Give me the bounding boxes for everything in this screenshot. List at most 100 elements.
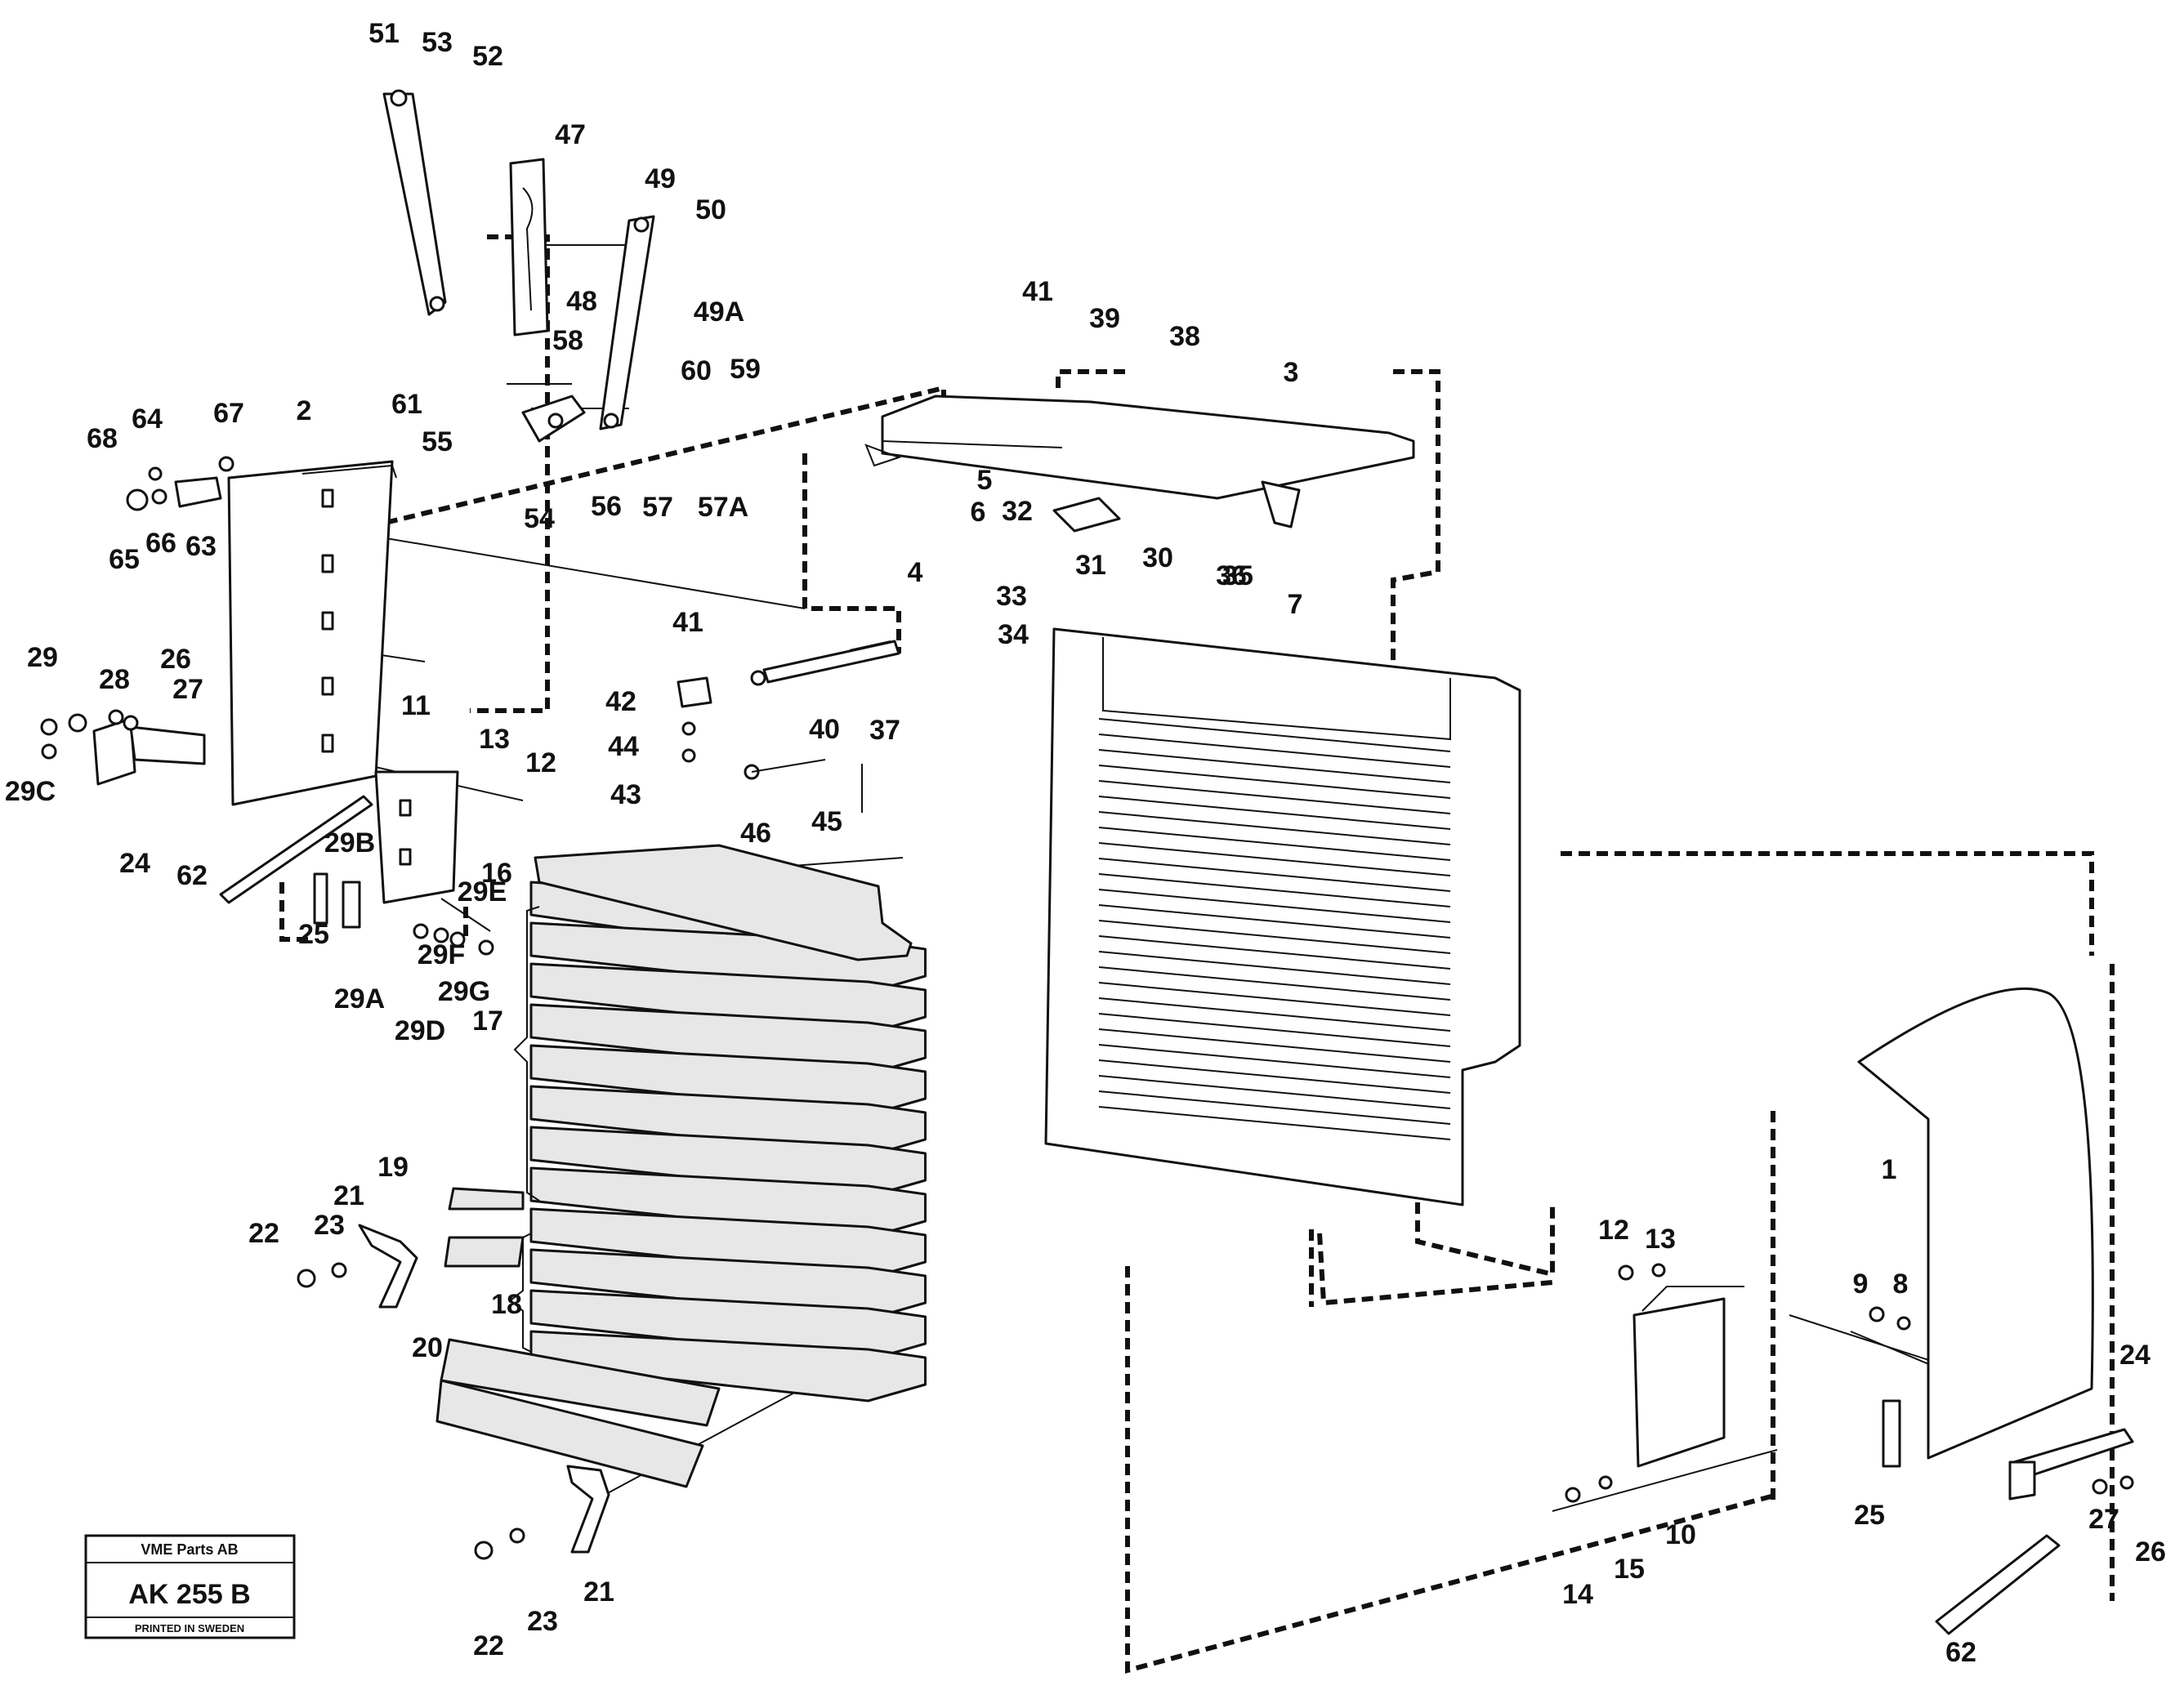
callout-label: 35 (1222, 560, 1253, 591)
callout-label: 56 (591, 491, 622, 522)
callout-label: 42 (605, 686, 636, 717)
callout-label: 67 (213, 398, 244, 429)
callout-label: 3 (1284, 357, 1299, 388)
callout-label: 18 (491, 1289, 522, 1320)
callout-label: 48 (566, 286, 597, 317)
callout-label: 20 (412, 1332, 443, 1363)
part-rod-left (219, 795, 373, 904)
callout-label: 49A (694, 297, 744, 328)
louvre-slat (529, 1044, 927, 1117)
callout-label: 27 (172, 674, 203, 705)
callout-label: 68 (87, 423, 118, 454)
callout-label: 39 (1089, 303, 1120, 334)
callout-label: 29 (27, 642, 58, 673)
louvre-slat (529, 962, 927, 1035)
callout-label: 66 (145, 528, 176, 559)
callout-label: 38 (1169, 321, 1200, 352)
part-top-cover (864, 395, 1415, 528)
grille-fin (1098, 749, 1451, 783)
part-clamps-21 (297, 1224, 610, 1560)
grille-fin (1098, 873, 1451, 907)
grille-fin (1098, 982, 1451, 1016)
grille-fin (1098, 889, 1451, 923)
callout-label: 29B (324, 827, 375, 858)
callout-label: 9 (1853, 1269, 1869, 1300)
callout-label: 55 (422, 426, 453, 457)
grille-fin (1098, 966, 1451, 1001)
louvre-slat (529, 1003, 927, 1076)
louvre-slat-top (534, 844, 913, 961)
callout-label: 2 (297, 395, 312, 426)
callout-label: 29A (334, 983, 385, 1014)
callout-label: 15 (1614, 1554, 1645, 1585)
callout-label: 16 (481, 858, 512, 889)
callout-label: 6 (971, 497, 986, 528)
callout-label: 53 (422, 27, 453, 58)
callout-label: 29G (438, 976, 490, 1007)
callout-label: 62 (176, 860, 208, 891)
part-side-panel-left (227, 460, 397, 806)
louvre-slat (529, 1126, 927, 1198)
grille-fin (1098, 1059, 1451, 1094)
part-hinge-bracket-11 (374, 770, 459, 904)
callout-label: 23 (314, 1210, 345, 1241)
louvre-slat (529, 1248, 927, 1321)
callout-label: 62 (1945, 1637, 1976, 1668)
callout-label: 10 (1665, 1519, 1696, 1550)
callout-label: 26 (160, 644, 191, 675)
grille-fin (1098, 796, 1451, 830)
louvre-slat (529, 1166, 927, 1239)
part-louvre-stack (509, 844, 927, 1402)
callout-label: 51 (368, 18, 400, 49)
callout-label: 44 (608, 731, 639, 762)
callout-label: 26 (2135, 1536, 2166, 1567)
part-radiator-grille (1044, 627, 1521, 1206)
callout-label: 29F (418, 939, 466, 970)
title-box-company: VME Parts AB (141, 1541, 238, 1558)
callout-label: 31 (1075, 550, 1106, 581)
callout-label: 24 (2119, 1340, 2151, 1371)
callout-label: 61 (391, 389, 422, 420)
callout-label: 23 (527, 1606, 558, 1637)
callout-label: 29E (458, 876, 507, 907)
grille-fin (1098, 827, 1451, 861)
grille-fin (1098, 935, 1451, 970)
callout-label: 12 (525, 747, 556, 778)
callout-label: 65 (109, 544, 140, 575)
part-gas-strut (750, 640, 900, 686)
grille-fin (1098, 718, 1451, 752)
callout-label: 47 (555, 119, 586, 150)
grille-fin (1098, 904, 1451, 939)
callout-label: 12 (1598, 1215, 1629, 1246)
callout-label: 34 (998, 619, 1029, 650)
grille-fin (1098, 780, 1451, 814)
part-clips-25 (313, 872, 494, 956)
part-hinge-plate (521, 395, 586, 443)
louvre-slat (529, 1085, 927, 1157)
grille-fin (1098, 1090, 1451, 1125)
callout-label: 45 (811, 806, 842, 837)
callout-label: 54 (524, 503, 555, 534)
callout-label: 11 (401, 690, 431, 721)
callout-label: 1 (1882, 1154, 1897, 1185)
grille-fin (1098, 842, 1451, 876)
callout-label: 25 (1854, 1500, 1885, 1531)
callout-label: 36 (1216, 560, 1247, 591)
callout-label: 21 (333, 1180, 364, 1211)
callout-label: 13 (479, 724, 510, 755)
assembly-dash-lines (279, 234, 2115, 1674)
callout-label: 57A (698, 492, 748, 523)
callout-label: 64 (132, 404, 163, 435)
part-link-bar (599, 215, 655, 430)
louvre-slat (529, 1289, 927, 1362)
part-bracket-42 (677, 676, 826, 780)
title-box-code: AK 255 B (128, 1579, 250, 1610)
louvre-slat (529, 1207, 927, 1280)
callout-label: 58 (552, 325, 583, 356)
callout-label: 37 (869, 715, 900, 746)
callout-label: 22 (248, 1218, 279, 1249)
callout-label: 50 (695, 194, 726, 225)
grille-fin (1098, 997, 1451, 1032)
